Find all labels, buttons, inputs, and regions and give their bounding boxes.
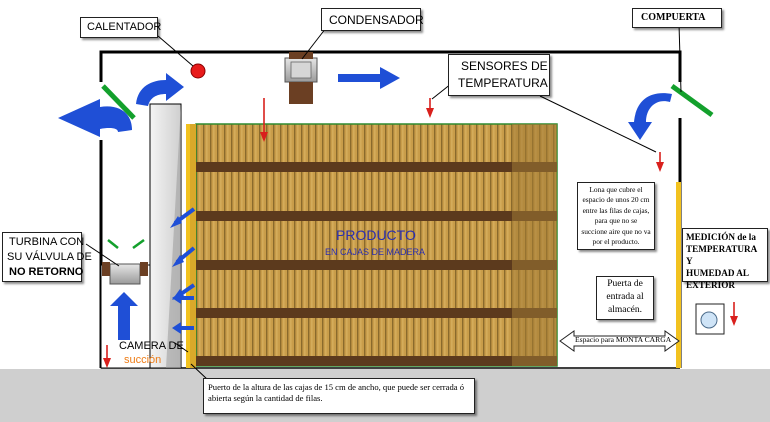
product-left-edge xyxy=(188,124,196,368)
sensores-label-line2: TEMPERATURA xyxy=(458,76,548,90)
product-dark-column xyxy=(512,124,557,366)
callout-lona: Lona que cubre el espacio de unos 20 cm … xyxy=(577,182,655,250)
airflow-arrow-suction-4-head xyxy=(172,292,181,304)
puerta-line2: entrada al xyxy=(606,292,644,302)
divider-panel-shadow xyxy=(166,104,181,368)
airflow-arrow-suction-2-head xyxy=(172,255,184,267)
airflow-arrow-top xyxy=(338,67,400,89)
pointer-condensador xyxy=(301,27,327,60)
lona-text: Lona que cubre el espacio de unos 20 cm … xyxy=(581,185,651,247)
airflow-arrow-right-gate xyxy=(628,93,672,140)
condensador-label: CONDENSADOR xyxy=(329,13,424,27)
sensor-arrow-5 xyxy=(730,302,738,326)
gate-right-icon xyxy=(670,83,714,118)
puerta-line3: almacén. xyxy=(607,305,643,315)
callout-turbina: TURBINA CON SU VÁLVULA DE NO RETORNO xyxy=(2,232,92,282)
pointer-sensores-2 xyxy=(539,95,657,153)
puerto-text: Puerto de la altura de las cajas de 15 c… xyxy=(208,382,465,403)
valve-flap-left xyxy=(107,239,119,249)
door-post xyxy=(676,182,681,368)
product-block xyxy=(195,123,558,367)
camera-label-line1: CAMERA DE xyxy=(119,340,184,352)
calentador-label: CALENTADOR xyxy=(87,21,162,33)
condenser-bottom xyxy=(289,82,313,104)
turbina-label-line3: NO RETORNO xyxy=(9,266,84,278)
callout-sensores: SENSORES DE TEMPERATURA xyxy=(448,54,550,96)
heater-icon xyxy=(190,63,206,79)
callout-puerta: Puerta de entrada al almacén. xyxy=(596,276,654,320)
product-shelf-2 xyxy=(196,211,557,221)
pointer-camera xyxy=(174,342,189,353)
pointer-turbina xyxy=(85,243,120,267)
forklift-space-double-arrow xyxy=(559,330,680,352)
gate-left-icon xyxy=(101,84,136,120)
medicion-line1: MEDICIÓN de la xyxy=(686,232,756,242)
turbine-mount-right xyxy=(140,262,148,276)
condenser-top xyxy=(289,52,313,59)
callout-puerto: Puerto de la altura de las cajas de 15 c… xyxy=(203,378,475,414)
callout-compuerta: COMPUERTA xyxy=(632,8,722,28)
sensor-arrow-2 xyxy=(426,98,434,118)
airflow-arrow-suction-1-head xyxy=(170,216,182,228)
airflow-arrow-heater xyxy=(136,73,184,106)
turbine-mount-left xyxy=(102,262,110,276)
product-label: PRODUCTO xyxy=(336,227,416,243)
puerta-line1: Puerta de xyxy=(607,279,643,289)
forklift-space-label: Espacio para MONTA CARGA xyxy=(575,335,672,344)
pointer-compuerta xyxy=(678,23,682,93)
callout-condensador: CONDENSADOR xyxy=(321,8,424,31)
condenser-core xyxy=(290,61,312,79)
medicion-line2: TEMPERATURA Y xyxy=(686,244,757,266)
pointer-puerto xyxy=(190,363,209,381)
callout-calentador: CALENTADOR xyxy=(80,17,162,38)
product-shelf-4 xyxy=(196,308,557,318)
sensores-label-line1: SENSORES DE xyxy=(461,59,548,73)
product-shelf-3 xyxy=(196,260,557,270)
airflow-arrow-outlet-left xyxy=(58,99,132,137)
turbina-label-line1: TURBINA CON xyxy=(9,236,85,248)
product-shelf-1 xyxy=(196,162,557,172)
turbine-icon xyxy=(109,263,141,285)
suction-port-post xyxy=(186,124,190,368)
camera-label-line2: succión xyxy=(124,354,162,366)
valve-flap-right xyxy=(132,238,145,250)
sensor-arrow-4 xyxy=(103,345,111,368)
product-sublabel: EN CAJAS DE MADERA xyxy=(325,247,426,257)
sensor-arrow-1 xyxy=(260,98,268,142)
pointer-calentador xyxy=(157,35,194,67)
callout-medicion: MEDICIÓN de la TEMPERATURA Y HUMEDAD AL … xyxy=(682,228,768,290)
medicion-line4: EXTERIOR xyxy=(686,280,736,290)
medicion-line3: HUMEDAD AL xyxy=(686,268,750,278)
sensor-arrow-3 xyxy=(656,152,664,172)
exterior-sensor-icon xyxy=(700,311,718,329)
airflow-arrow-suction-5-head xyxy=(172,322,181,334)
airflow-arrow-turbine-up xyxy=(110,292,138,340)
product-shelf-5 xyxy=(196,356,557,366)
turbina-label-line2: SU VÁLVULA DE xyxy=(7,251,92,263)
compuerta-label: COMPUERTA xyxy=(641,12,706,23)
